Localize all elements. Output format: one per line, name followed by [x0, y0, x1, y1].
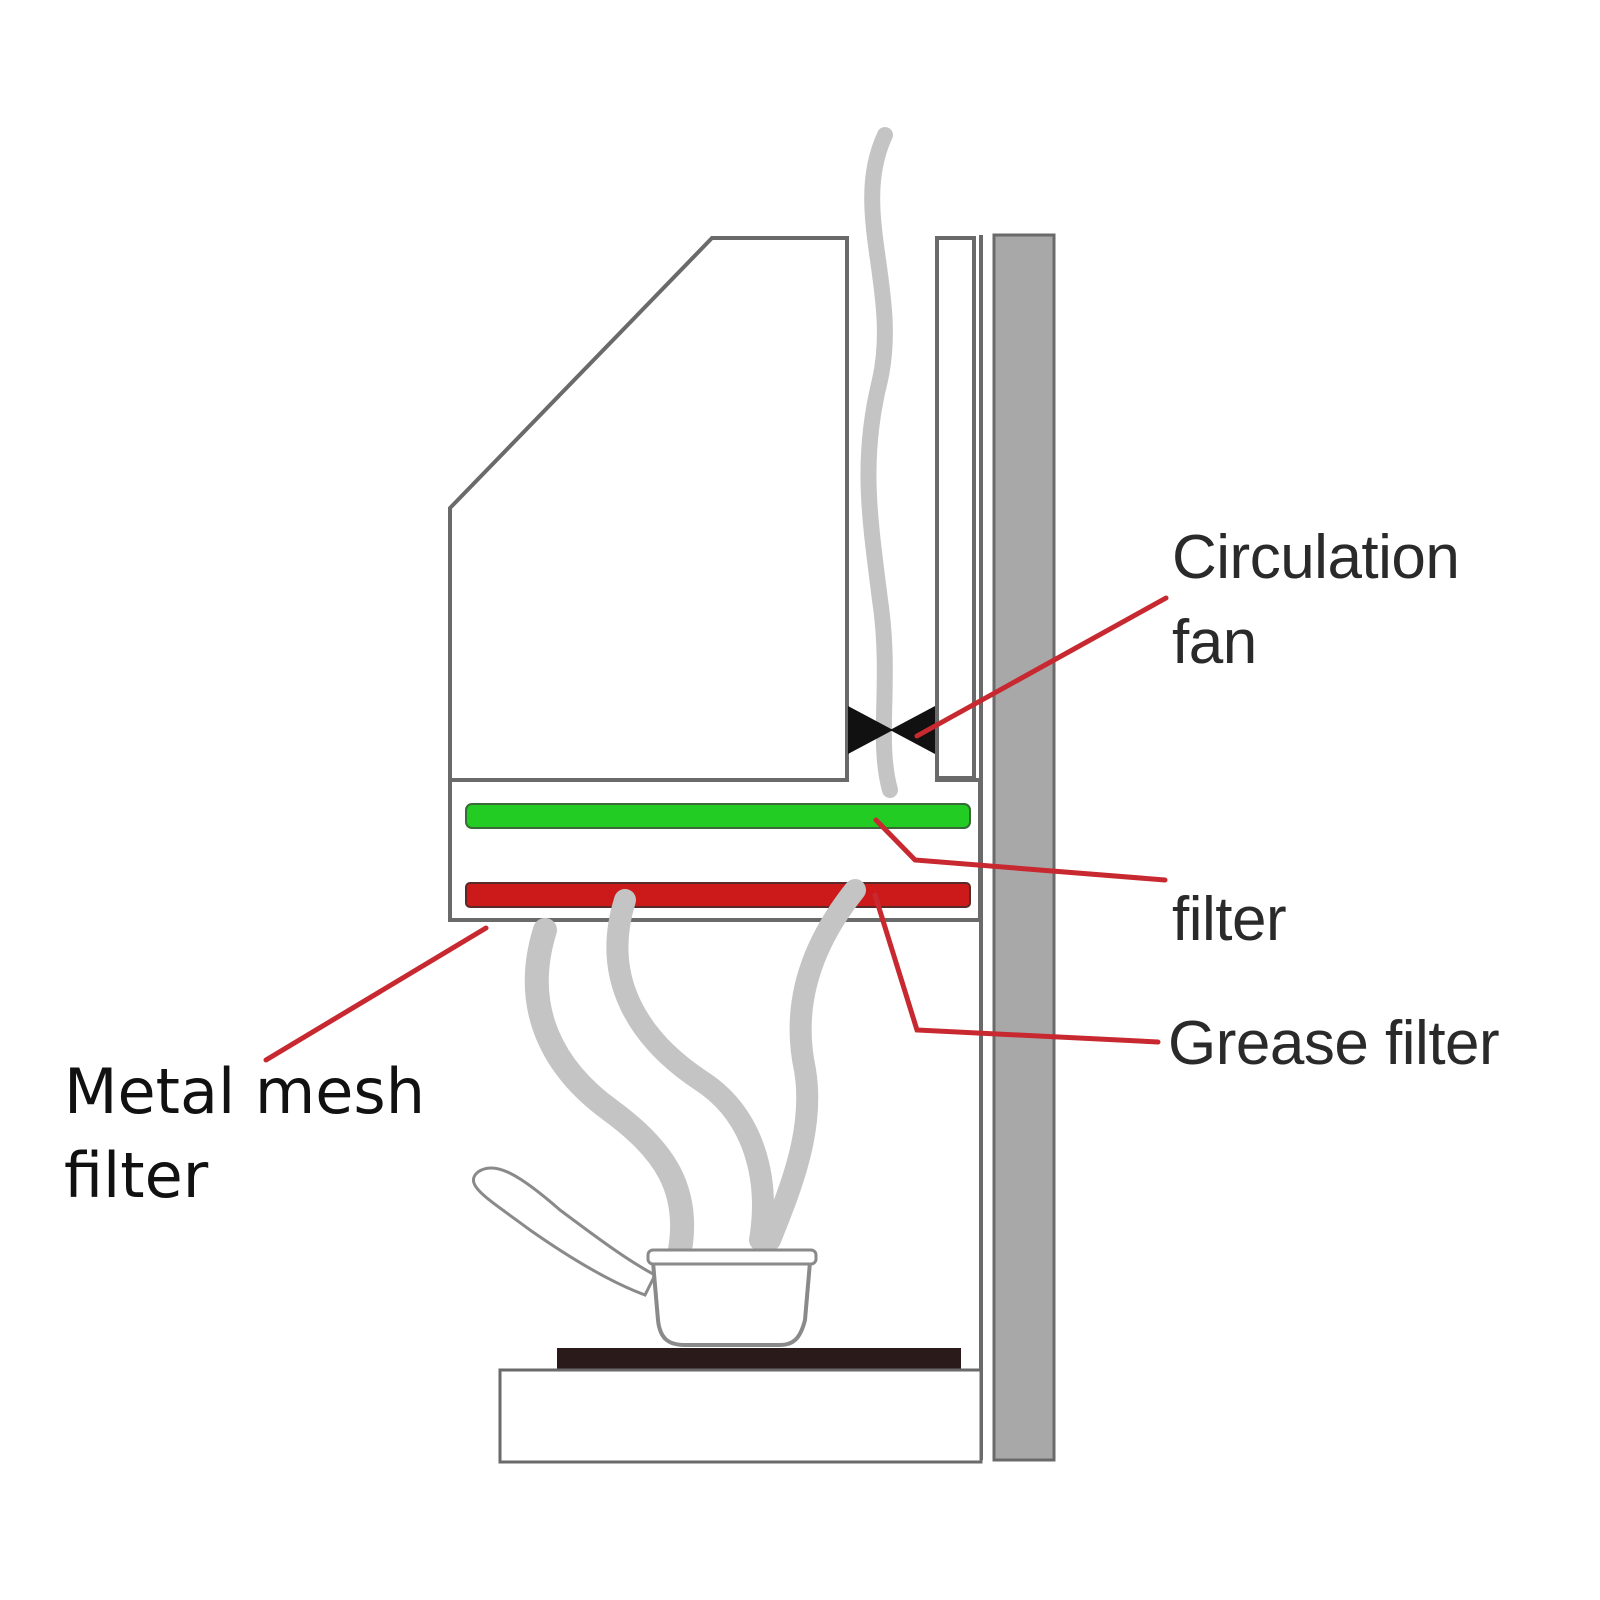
leader-metal-mesh-filter	[263, 925, 489, 1063]
saucepan	[471, 1166, 818, 1347]
wall	[979, 233, 1056, 1462]
label-filter: filter	[1172, 885, 1287, 954]
hob	[498, 1348, 983, 1464]
label-circulation-fan-line2: fan	[1172, 608, 1257, 677]
leader-filter	[873, 817, 1168, 883]
carbon-filter-bar	[465, 803, 971, 829]
cooking-smoke	[524, 879, 866, 1262]
label-grease-filter: Grease filter	[1168, 1009, 1500, 1078]
label-metal-mesh-line1: Metal mesh	[64, 1055, 426, 1128]
duct-panel	[935, 236, 976, 780]
hood-body	[448, 236, 849, 782]
grease-filter-bar	[465, 882, 971, 908]
exhaust-smoke	[860, 127, 898, 798]
label-metal-mesh-line2: filter	[64, 1139, 209, 1212]
label-circulation-fan-line1: Circulation	[1172, 523, 1460, 592]
leader-circulation-fan	[914, 595, 1169, 739]
leader-grease-filter	[872, 892, 1161, 1045]
leader-lines	[263, 595, 1169, 1063]
circulation-fan	[848, 706, 935, 754]
